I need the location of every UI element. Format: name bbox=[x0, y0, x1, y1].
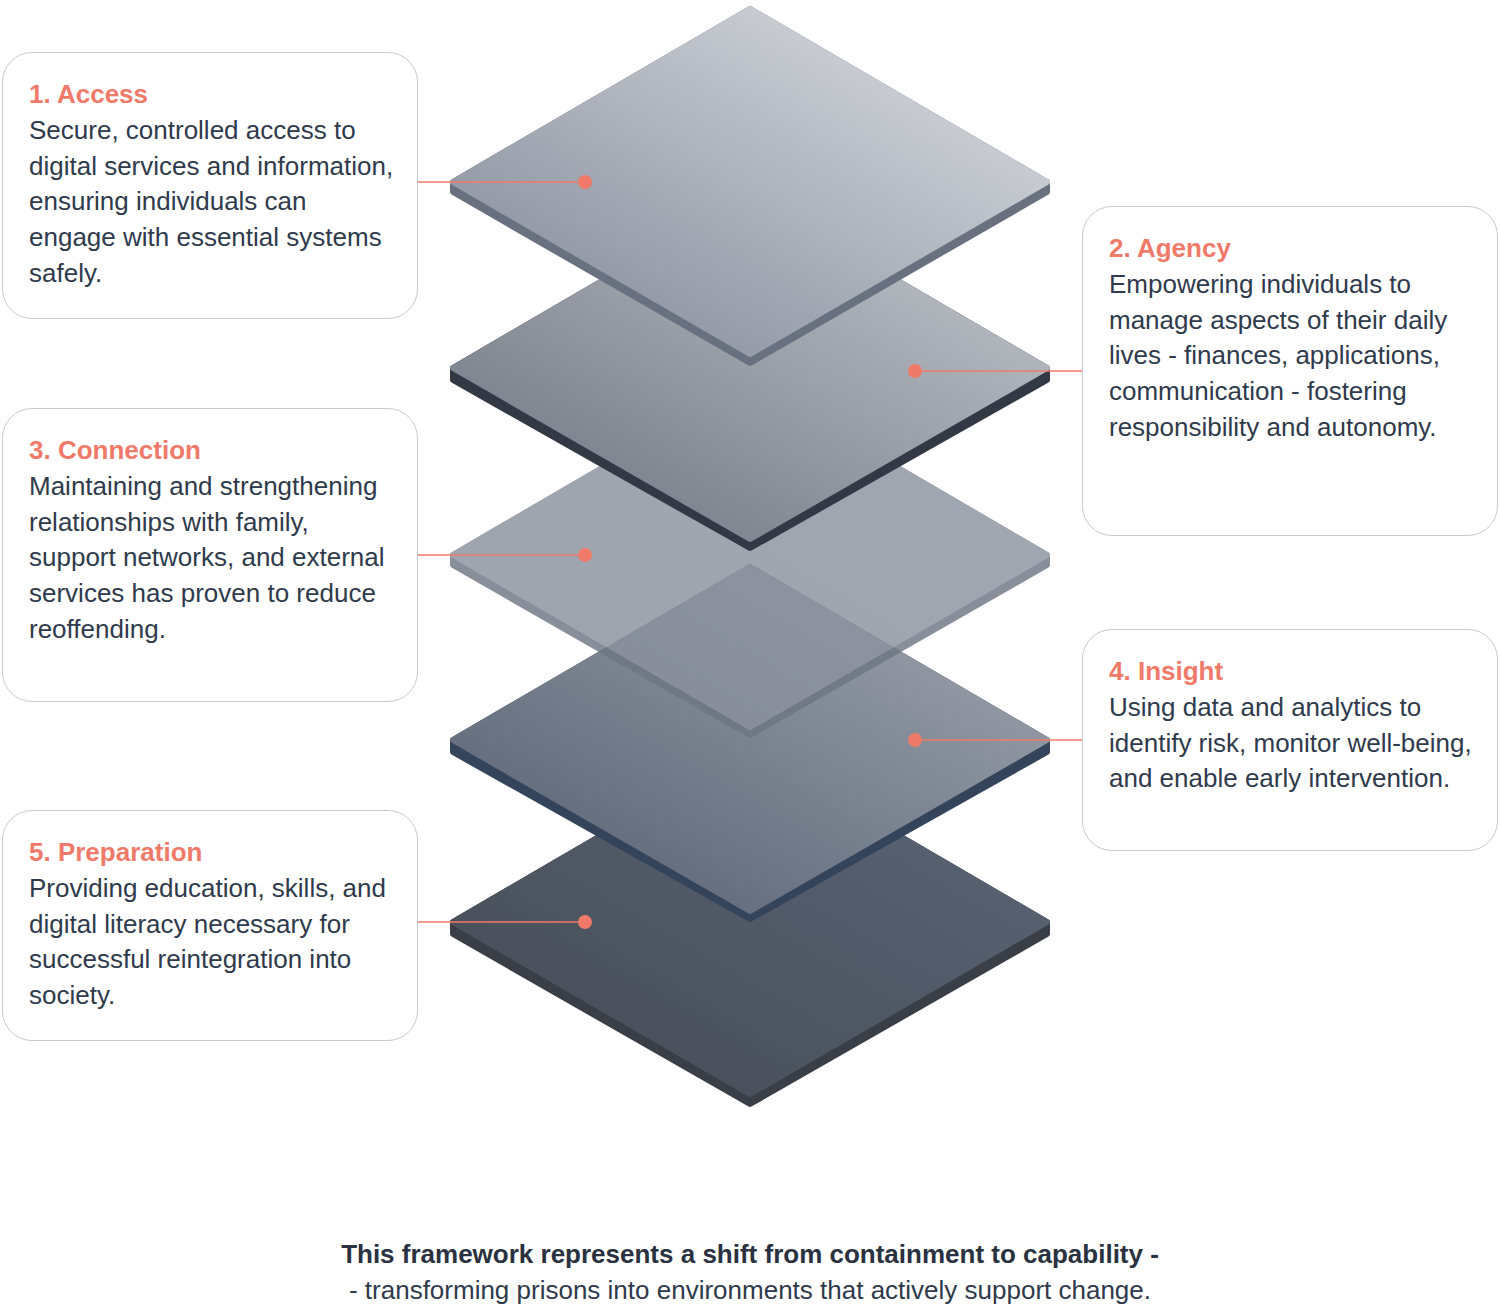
callout-body: Empowering individuals to manage aspects… bbox=[1109, 267, 1477, 446]
callout-box: 4. InsightUsing data and analytics to id… bbox=[1082, 629, 1498, 851]
callout-body: Secure, controlled access to digital ser… bbox=[29, 113, 397, 292]
callout-heading: 2. Agency bbox=[1109, 231, 1477, 265]
callout-body: Providing education, skills, and digital… bbox=[29, 871, 397, 1014]
callout-body: Maintaining and strengthening relationsh… bbox=[29, 469, 397, 648]
callout-box: 3. ConnectionMaintaining and strengtheni… bbox=[2, 408, 418, 702]
caption: This framework represents a shift from c… bbox=[0, 1236, 1500, 1272]
callout-box: 5. PreparationProviding education, skill… bbox=[2, 810, 418, 1041]
callout-box: 1. AccessSecure, controlled access to di… bbox=[2, 52, 418, 319]
callout-heading: 4. Insight bbox=[1109, 654, 1477, 688]
leader-lines bbox=[418, 182, 1082, 922]
callout-body: Using data and analytics to identify ris… bbox=[1109, 690, 1477, 797]
caption-line: - transforming prisons into environments… bbox=[0, 1272, 1500, 1307]
callout-heading: 3. Connection bbox=[29, 433, 397, 467]
leader-dots bbox=[578, 175, 922, 929]
callout-box: 2. AgencyEmpowering individuals to manag… bbox=[1082, 206, 1498, 536]
callout-heading: 5. Preparation bbox=[29, 835, 397, 869]
callout-heading: 1. Access bbox=[29, 77, 397, 111]
layer-1 bbox=[453, 9, 1047, 363]
caption-block: This framework represents a shift from c… bbox=[0, 1236, 1500, 1307]
